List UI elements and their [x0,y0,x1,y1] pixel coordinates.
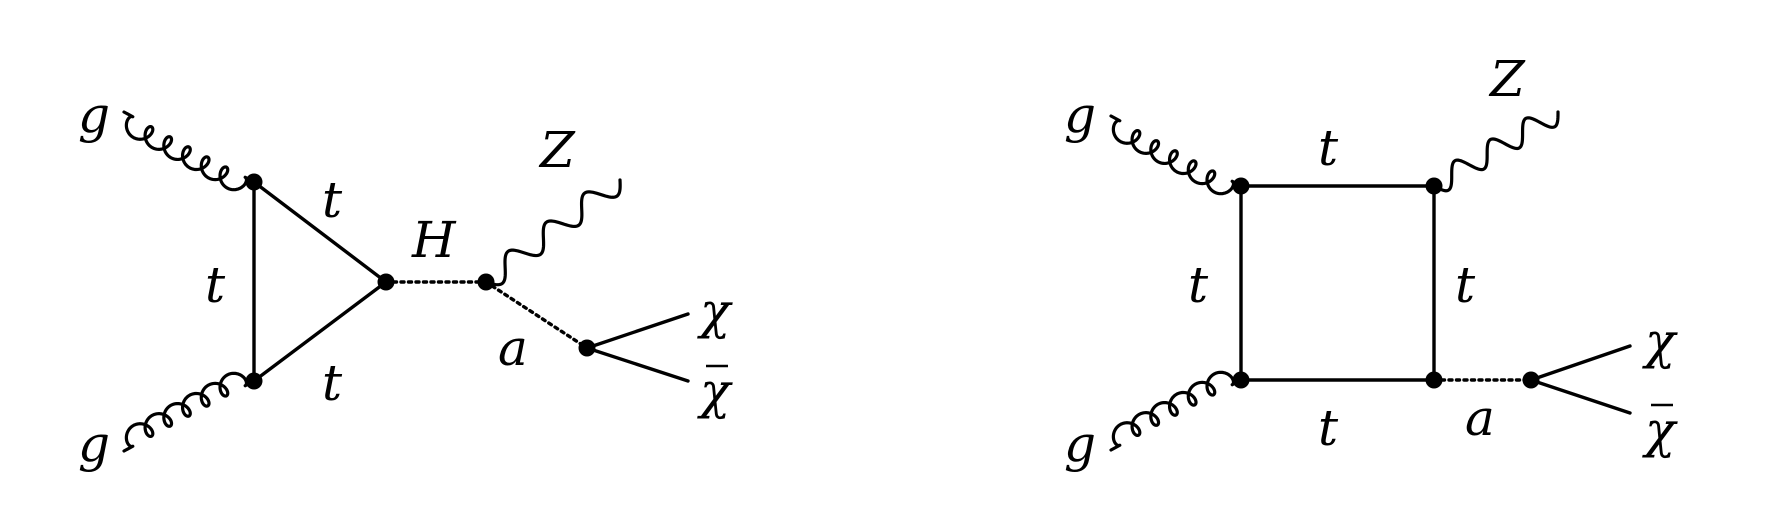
label-gluon-bottom: g [78,415,110,473]
label-top-quark-right: t [1455,256,1476,314]
top-quark-upper-edge [252,180,388,284]
z-boson-line [1432,110,1560,193]
vertex [1522,371,1540,389]
pseudoscalar-a-propagator [484,280,589,350]
label-top-quark-top: t [1318,119,1339,177]
gluon-bottom-left [122,371,256,453]
vertex [477,273,495,291]
label-chibar: χ [1642,401,1678,459]
diagram-box: g g t t t t Z a χ χ [1064,50,1678,473]
label-top-quark-left: t [205,256,226,314]
label-gluon-bottom: g [1064,415,1096,473]
gluon-top-left [1109,114,1243,196]
chi-outgoing-line [585,312,690,350]
gluon-top-left [122,110,256,192]
label-top-quark-left: t [1188,256,1209,314]
vertex [377,273,395,291]
label-higgs: H [411,211,457,269]
vertex [578,339,596,357]
vertex [1425,371,1443,389]
label-chi: χ [697,282,733,340]
vertex [245,173,263,191]
diagram-triangle: g g t t t H Z a χ χ [78,86,733,473]
label-z-boson: Z [538,121,576,179]
vertex [1232,371,1250,389]
gluon-bottom-left [1109,370,1243,452]
z-boson-line [484,178,622,287]
chi-outgoing-line [1529,344,1632,382]
label-gluon-top: g [1064,86,1096,144]
label-pseudoscalar-a: a [498,319,528,377]
label-pseudoscalar-a: a [1465,389,1495,447]
label-top-quark-upper: t [322,171,343,229]
chibar-outgoing-line [585,346,690,383]
label-gluon-top: g [78,86,110,144]
label-chi: χ [1642,312,1678,370]
vertex [1232,177,1250,195]
label-z-boson: Z [1488,50,1526,108]
label-top-quark-bottom: t [1318,399,1339,457]
vertex [1425,177,1443,195]
label-chibar: χ [697,362,733,420]
top-quark-lower-edge [252,280,388,383]
vertex [245,372,263,390]
chibar-outgoing-line [1529,378,1632,415]
label-top-quark-lower: t [322,354,343,412]
